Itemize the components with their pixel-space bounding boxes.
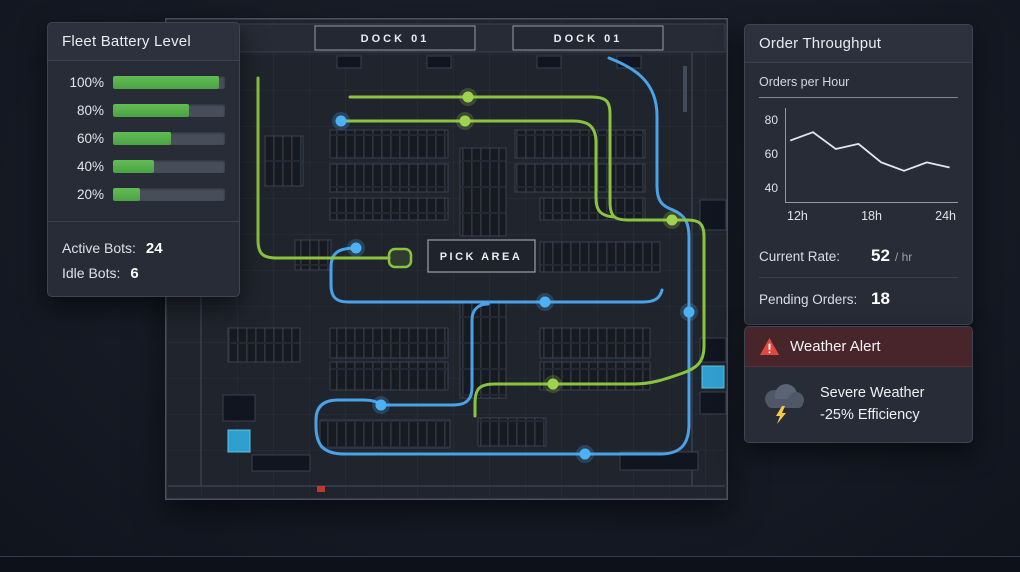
battery-bar-track [113, 188, 225, 201]
pending-orders-label: Pending Orders: [759, 292, 858, 307]
robot-marker-blue [576, 445, 594, 463]
battery-level-label: 40% [76, 159, 104, 174]
battery-row: 20% [62, 187, 225, 202]
fleet-divider [48, 221, 239, 222]
throughput-line-chart [789, 131, 950, 172]
robot-marker-blue [347, 239, 365, 257]
y-axis-tick: 60 [764, 147, 778, 161]
fleet-stat-row: Idle Bots: 6 [62, 265, 225, 282]
battery-level-label: 60% [76, 131, 104, 146]
battery-row: 100% [62, 75, 225, 90]
current-rate-label: Current Rate: [759, 249, 841, 264]
robot-marker-blue [536, 293, 554, 311]
dock-2-label: DOCK 01 [554, 33, 623, 45]
pending-orders-row: Pending Orders: 18 [759, 277, 958, 320]
battery-bar-track [113, 104, 225, 117]
footer-strip [0, 556, 1020, 572]
current-rate-unit: / hr [894, 250, 913, 264]
weather-alert-title: Weather Alert [790, 338, 881, 355]
stat-label: Idle Bots: [62, 265, 121, 281]
x-axis-tick: 18h [861, 209, 882, 223]
stat-label: Active Bots: [62, 240, 136, 256]
y-axis-tick: 80 [764, 113, 778, 128]
battery-bar-track [113, 76, 225, 89]
robot-marker-blue [680, 303, 698, 321]
battery-bar-track [113, 160, 225, 173]
throughput-body: Orders per Hour 80 60 40 12h 18h 24h Current… [745, 63, 972, 324]
robot-routes [256, 56, 706, 456]
robot-marker-green [456, 112, 474, 130]
battery-bar-track [113, 132, 225, 145]
weather-message-line2: -25% Efficiency [820, 407, 920, 424]
storm-cloud-icon [765, 384, 804, 425]
robot-marker-blue [372, 396, 390, 414]
battery-level-list: 100% 80% 60% 40% 20% [48, 61, 239, 221]
chart-title: Orders per Hour [759, 75, 958, 98]
robot-marker-green [459, 88, 477, 106]
fleet-battery-panel: Fleet Battery Level 100% 80% 60% 40% 20%… [47, 22, 240, 297]
battery-bar-fill [113, 76, 220, 89]
x-axis-tick: 12h [787, 209, 808, 223]
green-route-lower [473, 304, 706, 418]
storage-racks [202, 129, 727, 492]
battery-bar-fill [113, 132, 172, 145]
fleet-stats: Active Bots: 24 Idle Bots: 6 [48, 222, 239, 296]
robot-marker-blue [332, 112, 350, 130]
throughput-stats: Current Rate: 52 / hr Pending Orders: 18 [759, 235, 958, 320]
dock-strip: DOCK 01 DOCK 01 [167, 23, 726, 112]
battery-row: 80% [62, 103, 225, 118]
throughput-panel-title: Order Throughput [745, 25, 972, 63]
order-throughput-panel: Order Throughput Orders per Hour 80 60 40 … [744, 24, 973, 325]
weather-alert-body: Severe Weather -25% Efficiency [745, 367, 972, 442]
dock-1-box [314, 25, 476, 51]
x-axis-tick: 24h [935, 209, 956, 223]
green-route-left [256, 76, 391, 260]
pick-area: PICK AREA [427, 239, 536, 273]
charging-station-right [701, 365, 725, 389]
warehouse-map-canvas: DOCK 01 DOCK 01 [165, 18, 728, 500]
battery-row: 60% [62, 131, 225, 146]
fleet-panel-title: Fleet Battery Level [48, 23, 239, 61]
x-axis: 12h 18h 24h [785, 209, 958, 223]
current-rate-row: Current Rate: 52 / hr [759, 235, 958, 277]
dock-2-box [512, 25, 664, 51]
robot-marker-green [544, 375, 562, 393]
y-axis-tick: 40 [764, 180, 778, 195]
current-rate-value: 52 [871, 246, 890, 265]
charging-station-left [227, 429, 251, 453]
green-route-second [339, 119, 616, 219]
weather-message-line1: Severe Weather [820, 385, 925, 401]
weather-alert-panel: Weather Alert Severe Weather -25% Effici… [744, 326, 973, 443]
alert-marker [317, 486, 325, 492]
battery-bar-fill [113, 160, 155, 173]
stat-value: 24 [145, 240, 163, 257]
weather-message: Severe Weather -25% Efficiency [820, 382, 925, 427]
y-axis: 80 60 40 [759, 108, 785, 203]
green-robot-carrier [387, 247, 413, 269]
throughput-line [789, 131, 950, 172]
warehouse-map: DOCK 01 DOCK 01 [165, 18, 728, 500]
throughput-chart: 80 60 40 [759, 108, 958, 203]
robot-marker-green [663, 211, 681, 229]
blue-route-mid [329, 246, 664, 304]
battery-level-label: 100% [69, 75, 104, 90]
battery-bar-fill [113, 188, 140, 201]
blue-route-outer [314, 56, 691, 456]
chart-plot-area [785, 108, 958, 203]
stat-value: 6 [130, 265, 139, 282]
fleet-stat-row: Active Bots: 24 [62, 240, 225, 257]
dock-1-label: DOCK 01 [361, 33, 430, 45]
battery-row: 40% [62, 159, 225, 174]
warning-triangle-icon [760, 338, 779, 355]
pending-orders-value: 18 [871, 289, 890, 308]
battery-level-label: 80% [76, 103, 104, 118]
battery-bar-fill [113, 104, 190, 117]
battery-level-label: 20% [76, 187, 104, 202]
pick-area-label: PICK AREA [440, 251, 523, 263]
robot-markers [332, 88, 698, 463]
weather-alert-header: Weather Alert [745, 327, 972, 367]
